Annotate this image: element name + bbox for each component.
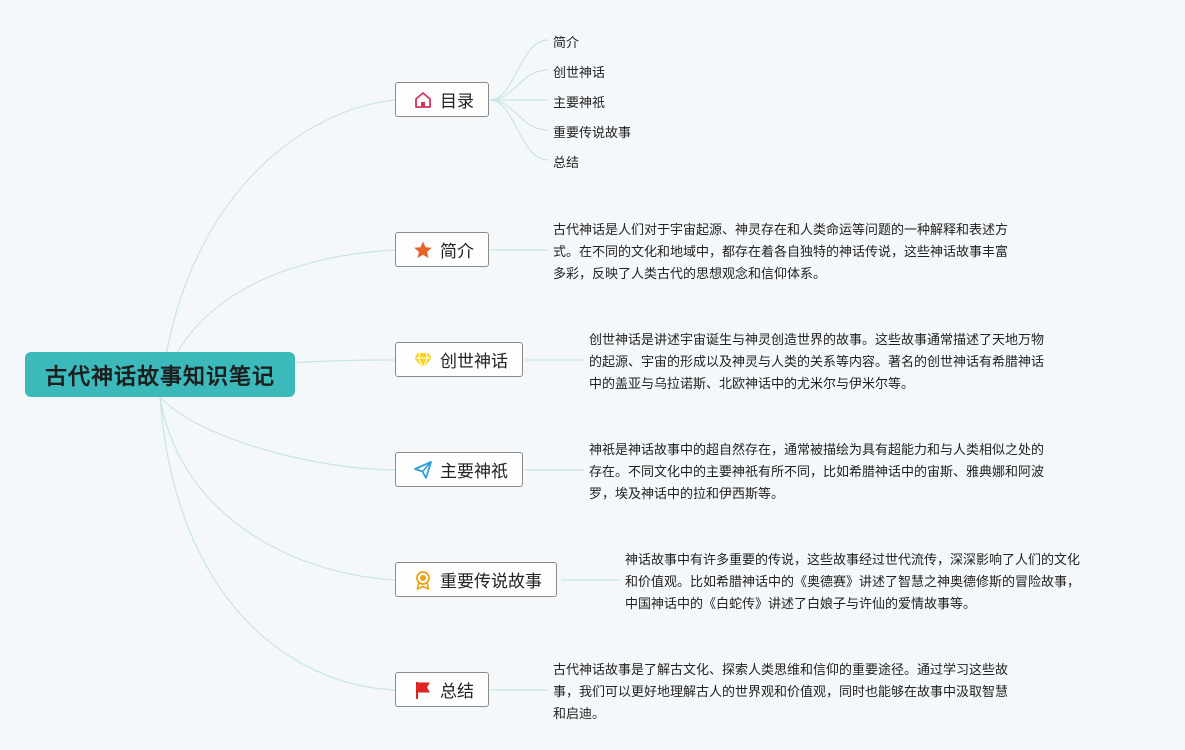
topic-summary-label: 总结 (440, 682, 474, 702)
intro-line: 式。在不同的文化和地域中，都存在着各自独特的神话传说，这些神话故事丰富 (553, 245, 1009, 260)
topic-legends-label: 重要传说故事 (440, 572, 542, 592)
toc-item-legends[interactable]: 重要传说故事 (553, 126, 632, 141)
topic-deities[interactable]: 主要神祇 (395, 452, 523, 487)
topic-intro-label: 简介 (440, 242, 474, 262)
topic-creation[interactable]: 创世神话 (395, 342, 523, 377)
summary-line: 古代神话故事是了解古文化、探索人类思维和信仰的重要途径。通过学习这些故 (553, 663, 1009, 678)
star-icon (412, 239, 434, 261)
deities-paragraph: 神祇是神话故事中的超自然存在，通常被描绘为具有超能力和与人类相似之处的 存在。不… (589, 440, 1044, 506)
topic-summary[interactable]: 总结 (395, 672, 489, 707)
summary-line: 和启迪。 (553, 707, 606, 722)
toc-item-intro[interactable]: 简介 (553, 36, 580, 51)
topic-intro[interactable]: 简介 (395, 232, 489, 267)
toc-item-creation[interactable]: 创世神话 (553, 66, 606, 81)
intro-line: 古代神话是人们对于宇宙起源、神灵存在和人类命运等问题的一种解释和表述方 (553, 223, 1009, 238)
creation-line: 的起源、宇宙的形成以及神灵与人类的关系等内容。著名的创世神话有希腊神话 (589, 355, 1045, 370)
topic-creation-label: 创世神话 (440, 352, 508, 372)
diamond-icon (412, 349, 434, 371)
root-title: 古代神话故事知识笔记 (44, 364, 275, 390)
toc-item-summary[interactable]: 总结 (553, 156, 580, 171)
intro-line: 多彩，反映了人类古代的思想观念和信仰体系。 (553, 267, 827, 282)
legends-line: 中国神话中的《白蛇传》讲述了白娘子与许仙的爱情故事等。 (625, 597, 977, 612)
summary-line: 事，我们可以更好地理解古人的世界观和价值观，同时也能够在故事中汲取智慧 (553, 685, 1009, 700)
legends-line: 和价值观。比如希腊神话中的《奥德赛》讲述了智慧之神奥德修斯的冒险故事， (625, 575, 1081, 590)
flag-icon (412, 679, 434, 701)
legends-paragraph: 神话故事中有许多重要的传说，这些故事经过世代流传，深深影响了人们的文化 和价值观… (625, 550, 1080, 616)
creation-line: 中的盖亚与乌拉诺斯、北欧神话中的尤米尔与伊米尔等。 (589, 377, 915, 392)
topic-toc[interactable]: 目录 (395, 82, 489, 117)
paper-plane-icon (412, 459, 434, 481)
summary-paragraph: 古代神话故事是了解古文化、探索人类思维和信仰的重要途径。通过学习这些故 事，我们… (553, 660, 1008, 726)
deities-line: 罗，埃及神话中的拉和伊西斯等。 (589, 487, 785, 502)
creation-line: 创世神话是讲述宇宙诞生与神灵创造世界的故事。这些故事通常描述了天地万物 (589, 333, 1045, 348)
topic-legends[interactable]: 重要传说故事 (395, 562, 557, 597)
deities-line: 存在。不同文化中的主要神祇有所不同，比如希腊神话中的宙斯、雅典娜和阿波 (589, 465, 1045, 480)
award-icon (412, 569, 434, 591)
legends-line: 神话故事中有许多重要的传说，这些故事经过世代流传，深深影响了人们的文化 (625, 553, 1081, 568)
topic-toc-label: 目录 (440, 92, 474, 112)
topic-deities-label: 主要神祇 (440, 462, 508, 482)
creation-paragraph: 创世神话是讲述宇宙诞生与神灵创造世界的故事。这些故事通常描述了天地万物 的起源、… (589, 330, 1044, 396)
root-topic[interactable]: 古代神话故事知识笔记 (25, 352, 295, 397)
deities-line: 神祇是神话故事中的超自然存在，通常被描绘为具有超能力和与人类相似之处的 (589, 443, 1045, 458)
home-icon (412, 89, 434, 111)
intro-paragraph: 古代神话是人们对于宇宙起源、神灵存在和人类命运等问题的一种解释和表述方 式。在不… (553, 220, 1008, 286)
toc-item-deities[interactable]: 主要神祇 (553, 96, 606, 111)
